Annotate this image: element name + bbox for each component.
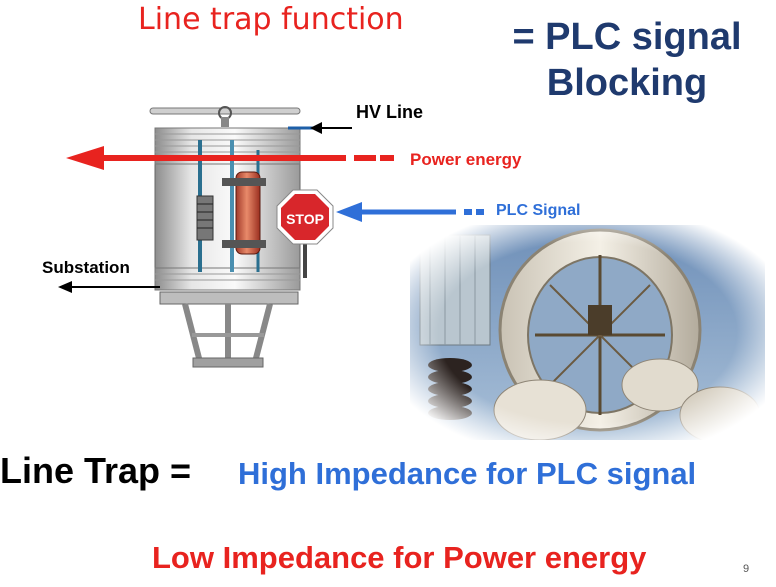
stop-sign-text: STOP bbox=[286, 211, 324, 227]
equation-line-1: = PLC signal bbox=[512, 16, 742, 58]
page-number: 9 bbox=[743, 563, 750, 575]
line-trap-photo bbox=[410, 225, 765, 440]
substation-label: Substation bbox=[42, 258, 130, 277]
stop-sign-icon bbox=[276, 189, 334, 278]
power-energy-arrow bbox=[66, 146, 394, 170]
plc-signal-label: PLC Signal bbox=[496, 202, 581, 219]
line-trap-diagram: STOP bbox=[58, 106, 484, 368]
support-stand bbox=[159, 291, 299, 368]
plc-signal-arrow bbox=[336, 202, 484, 222]
power-energy-label: Power energy bbox=[410, 150, 522, 169]
equation-line-2: Blocking bbox=[546, 62, 708, 104]
line-trap-label: Line Trap = bbox=[0, 450, 192, 491]
substation-arrowhead bbox=[58, 281, 72, 293]
equation-heading: = PLC signal Blocking bbox=[497, 14, 757, 106]
high-impedance-text: High Impedance for PLC signal bbox=[238, 456, 697, 491]
suspension-bar bbox=[149, 106, 301, 127]
hv-line-arrowhead bbox=[310, 122, 322, 134]
hv-line-label: HV Line bbox=[356, 102, 424, 122]
low-impedance-text: Low Impedance for Power energy bbox=[152, 540, 647, 575]
slide-title: Line trap function bbox=[138, 2, 404, 37]
